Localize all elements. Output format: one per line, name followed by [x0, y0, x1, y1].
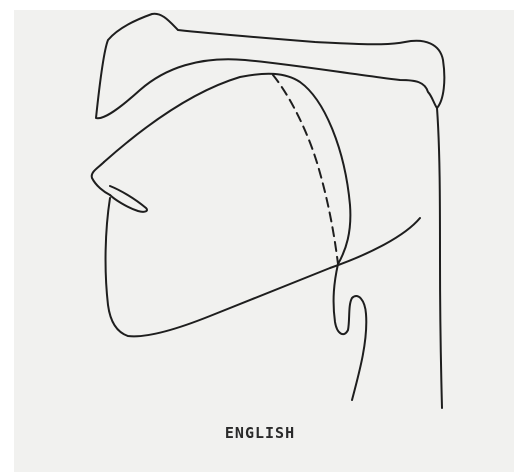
epiglottis: [334, 264, 367, 400]
figure-caption: ENGLISH: [0, 424, 520, 442]
lip-opening: [110, 186, 147, 212]
pharyngeal-wall: [437, 108, 442, 408]
tongue-alternate-dashed: [273, 75, 338, 264]
palate-outline: [96, 14, 444, 118]
lower-jaw-outline: [106, 198, 420, 336]
upper-lip: [92, 162, 110, 195]
tongue-surface: [104, 74, 350, 264]
